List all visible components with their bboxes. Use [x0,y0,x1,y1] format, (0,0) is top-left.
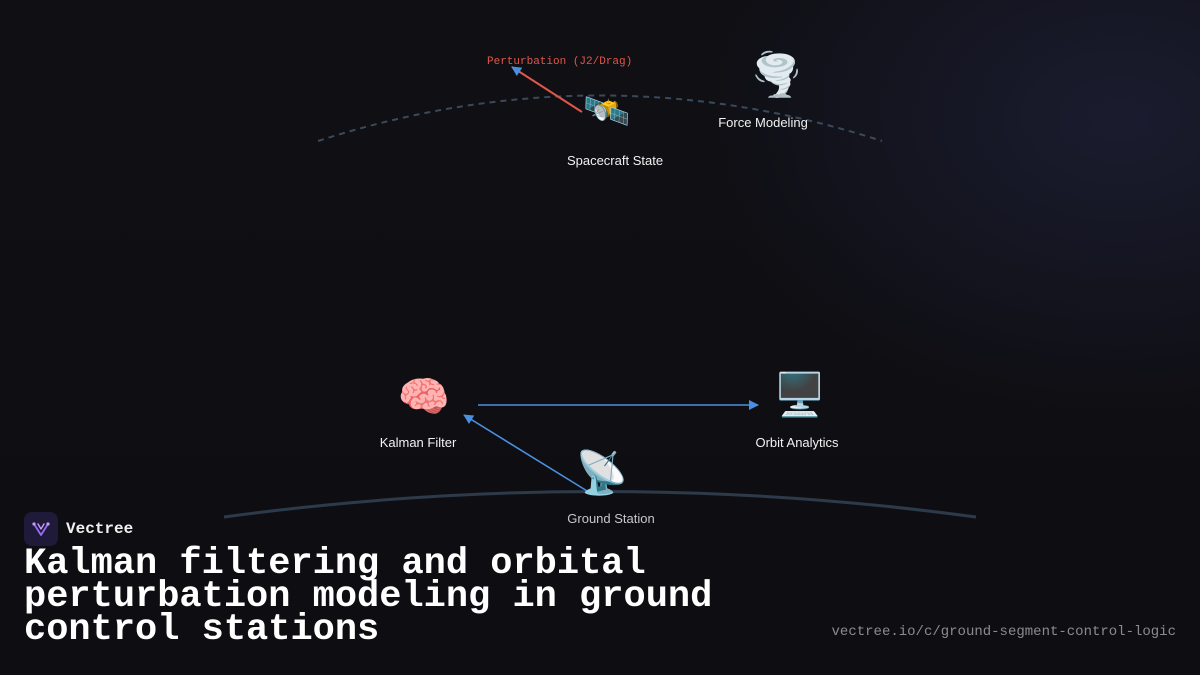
perturbation-annotation: Perturbation (J2/Drag) [487,56,633,68]
force-modeling-label: Force Modeling [718,115,808,130]
satellite-icon: 🛰️ [583,89,631,133]
brand-name: Vectree [66,520,134,538]
ground-arc [223,490,977,519]
kalman-filter-label: Kalman Filter [379,435,457,450]
ground-station-label: Ground Station [567,511,655,526]
ground-to-kalman-arrow [463,414,593,495]
source-url: vectree.io/c/ground-segment-control-logi… [831,624,1176,640]
desktop-computer-icon: 🖥️ [773,370,827,419]
orbit-arc [317,94,883,142]
satellite-dish-icon: 📡 [575,448,629,497]
page-title: Kalman filtering and orbital perturbatio… [24,543,713,651]
perturbation-arrow [511,66,583,113]
brand: Vectree [24,512,133,546]
brain-icon: 🧠 [397,372,451,421]
tornado-icon: 🌪️ [750,50,804,99]
vectree-logo-icon [24,512,58,546]
orbit-analytics-label: Orbit Analytics [755,435,839,450]
spacecraft-state-label: Spacecraft State [566,153,664,168]
